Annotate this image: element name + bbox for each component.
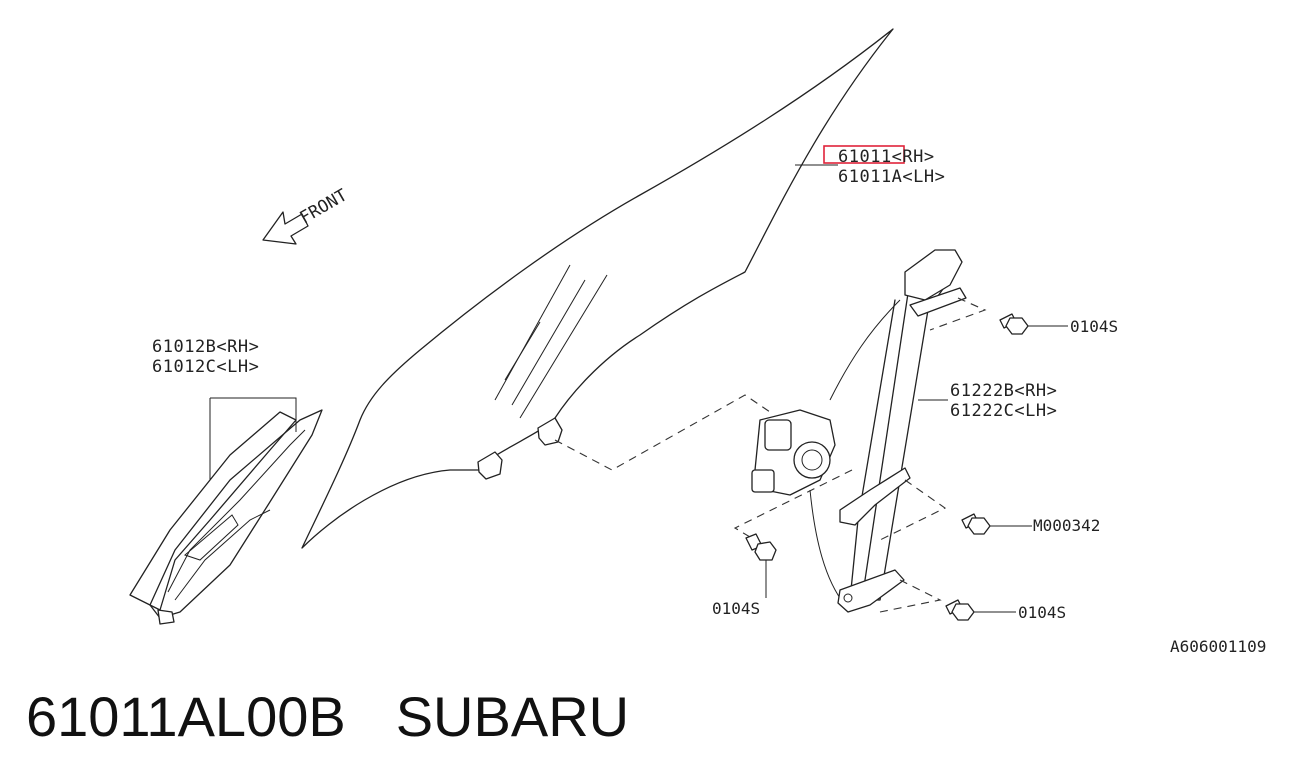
bolt-top-dash — [929, 297, 987, 331]
label-bolt-top[interactable]: 0104S — [1070, 317, 1118, 336]
bolt-mid-dash — [879, 479, 947, 541]
label-regulator-rh[interactable]: 61222B<RH> — [950, 381, 1057, 401]
bolt-bottom-right-dash — [879, 579, 942, 613]
front-arrow — [262, 211, 309, 245]
caption-part-number: 61011AL00B — [26, 685, 346, 748]
window-regulator[interactable] — [751, 249, 967, 613]
glass-regulator-dash — [554, 394, 771, 471]
caption-brand: SUBARU — [395, 685, 630, 748]
quarter-leader — [209, 397, 297, 480]
bolt-bottom-left-dash — [733, 469, 853, 541]
label-quarter-lh[interactable]: 61012C<LH> — [152, 357, 259, 377]
label-quarter-rh[interactable]: 61012B<RH> — [152, 337, 259, 357]
caption: 61011AL00B SUBARU — [26, 682, 629, 752]
label-bolt-bottom-left[interactable]: 0104S — [712, 599, 760, 618]
highlight-box — [823, 145, 905, 164]
label-bolt-bottom-right[interactable]: 0104S — [1018, 603, 1066, 622]
diagram-code: A606001109 — [1170, 637, 1266, 656]
front-label: FRONT — [297, 185, 351, 228]
bolt-bottom-left[interactable] — [745, 533, 777, 561]
quarter-glass[interactable] — [129, 409, 323, 625]
label-regulator-lh[interactable]: 61222C<LH> — [950, 401, 1057, 421]
bolt-top[interactable] — [999, 313, 1029, 335]
door-glass[interactable] — [301, 28, 894, 549]
bolt-mid[interactable] — [961, 513, 991, 535]
label-glass-lh[interactable]: 61011A<LH> — [838, 167, 945, 187]
label-bolt-mid[interactable]: M000342 — [1033, 516, 1100, 535]
label-glass-rh[interactable]: 61011<RH> — [838, 147, 935, 167]
parts-diagram: FRONT 61011<RH> 61011A<LH> 61012B<RH> 61… — [129, 28, 1266, 656]
bolt-bottom-right[interactable] — [945, 599, 975, 621]
